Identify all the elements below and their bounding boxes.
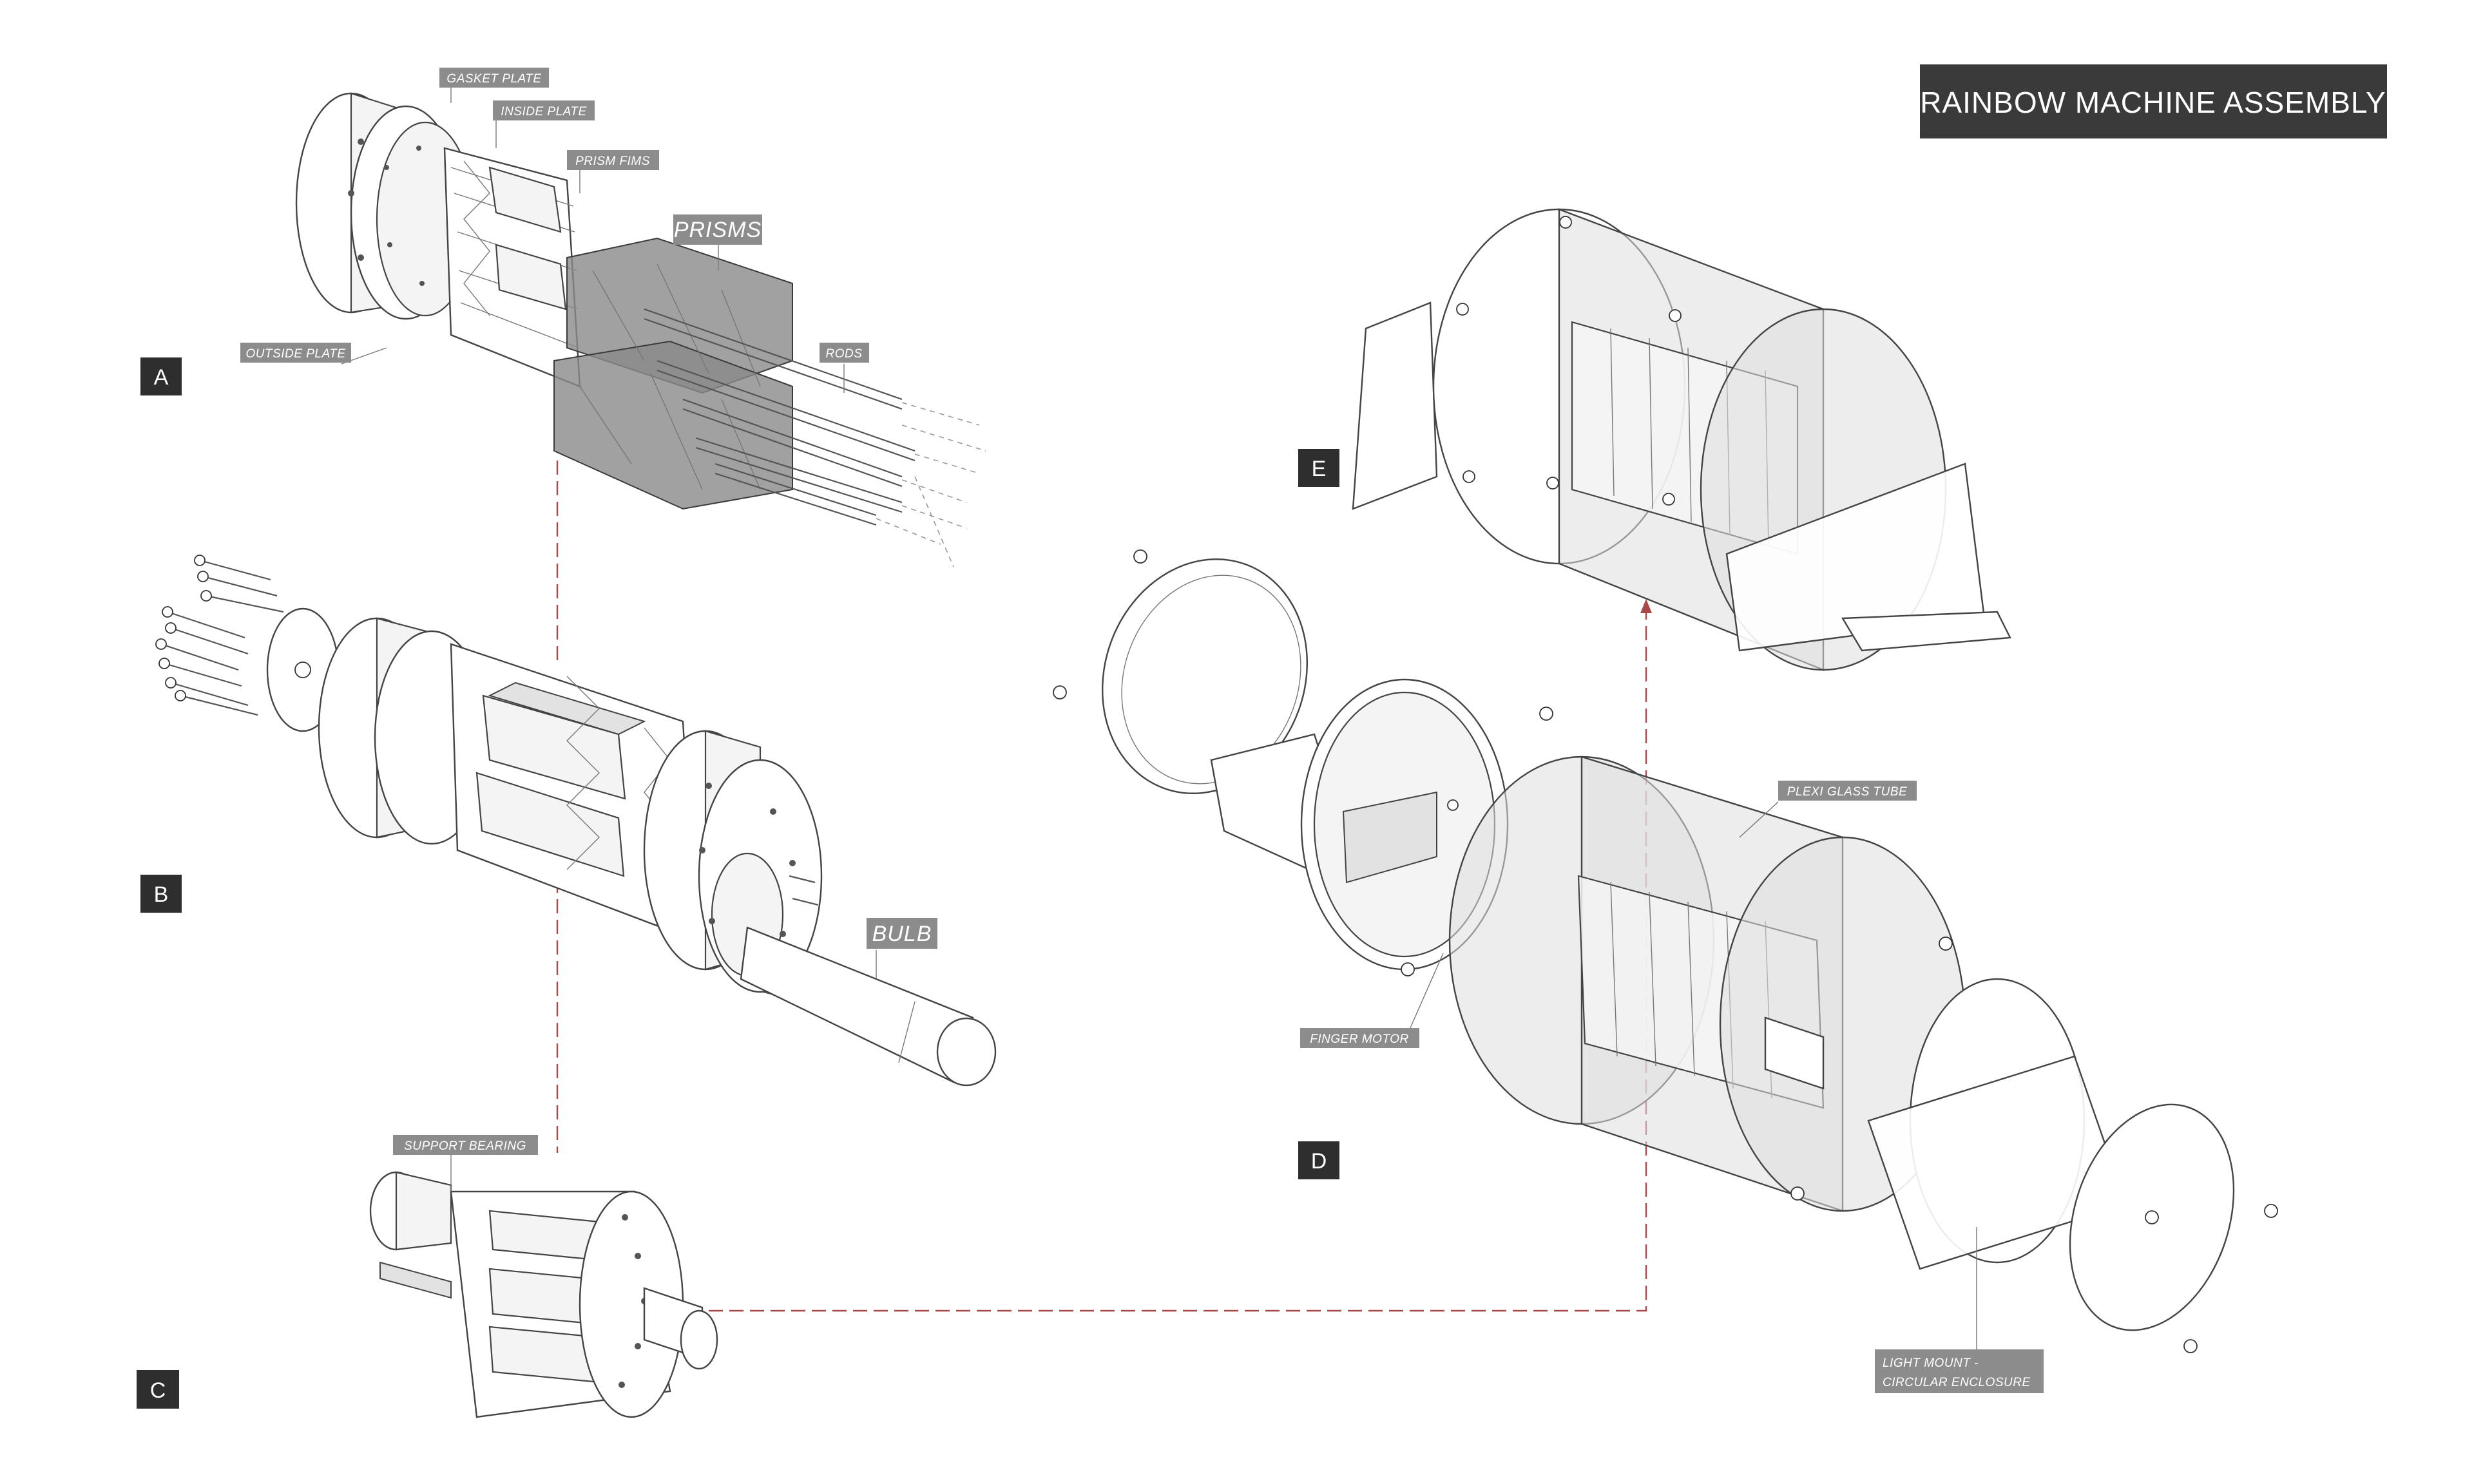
section-markers: A B C D E	[137, 357, 1339, 1409]
svg-text:OUTSIDE PLATE: OUTSIDE PLATE	[245, 347, 345, 361]
tag-gasket-plate: GASKET PLATE	[439, 68, 549, 88]
tag-light-mount: LIGHT MOUNT - CIRCULAR ENCLOSURE	[1875, 1349, 2044, 1393]
tag-prism-fims: PRISM FIMS	[567, 150, 659, 170]
svg-text:LIGHT MOUNT -: LIGHT MOUNT -	[1883, 1356, 1979, 1370]
svg-text:PRISMS: PRISMS	[674, 218, 762, 242]
section-marker-b: B	[140, 875, 182, 913]
tag-bulb: BULB	[867, 918, 937, 949]
tag-inside-plate: INSIDE PLATE	[493, 100, 595, 120]
svg-text:FINGER MOTOR: FINGER MOTOR	[1310, 1032, 1408, 1046]
assembly-d-illustration	[1053, 549, 2278, 1353]
svg-text:PLEXI GLASS TUBE: PLEXI GLASS TUBE	[1787, 785, 1907, 799]
svg-text:GASKET PLATE: GASKET PLATE	[446, 72, 541, 86]
assembly-c-illustration	[369, 1155, 718, 1418]
svg-text:RODS: RODS	[826, 347, 863, 361]
svg-text:SUPPORT BEARING: SUPPORT BEARING	[404, 1139, 526, 1153]
tag-prisms: PRISMS	[673, 214, 762, 245]
svg-text:CIRCULAR ENCLOSURE: CIRCULAR ENCLOSURE	[1883, 1376, 2031, 1389]
section-marker-e: E	[1298, 449, 1339, 487]
title-box: RAINBOW MACHINE ASSEMBLY	[1920, 64, 2387, 138]
tag-support-bearing: SUPPORT BEARING	[393, 1135, 538, 1155]
section-marker-a: A	[140, 357, 182, 395]
svg-text:PRISM FIMS: PRISM FIMS	[575, 155, 650, 168]
diagram-title: RAINBOW MACHINE ASSEMBLY	[1920, 86, 2386, 119]
svg-text:E: E	[1312, 457, 1327, 481]
section-marker-d: D	[1298, 1141, 1339, 1179]
tag-rods: RODS	[820, 343, 869, 363]
tag-plexi-glass-tube: PLEXI GLASS TUBE	[1778, 781, 1917, 801]
svg-text:C: C	[150, 1378, 166, 1403]
svg-text:BULB: BULB	[872, 922, 932, 946]
assembly-b-illustration	[155, 555, 997, 1087]
tag-finger-motor: FINGER MOTOR	[1300, 1028, 1419, 1048]
assembly-a-illustration	[295, 86, 986, 567]
connector-arrowhead-icon	[1640, 599, 1652, 613]
svg-text:D: D	[1311, 1149, 1327, 1174]
tag-outside-plate: OUTSIDE PLATE	[240, 343, 351, 363]
svg-text:A: A	[154, 365, 169, 390]
svg-text:INSIDE PLATE: INSIDE PLATE	[501, 105, 586, 119]
svg-text:B: B	[154, 882, 169, 907]
section-marker-c: C	[137, 1370, 179, 1409]
assembly-e-illustration	[1352, 208, 2011, 671]
label-tags: GASKET PLATE INSIDE PLATE PRISM FIMS PRI…	[240, 68, 2044, 1393]
